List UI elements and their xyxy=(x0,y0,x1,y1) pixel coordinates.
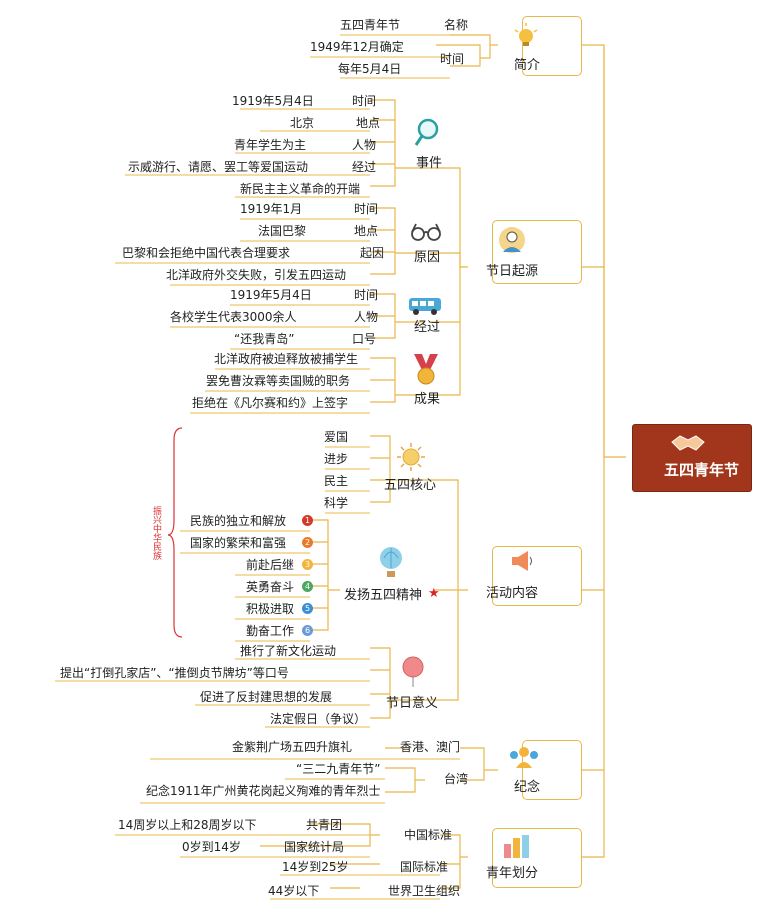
spirit-item-4: 积极进取 xyxy=(246,602,295,616)
meaning-1: 提出“打倒孔家店”、“推倒贞节牌坊”等口号 xyxy=(60,666,289,680)
spirit-item-5: 勤奋工作 xyxy=(246,624,295,638)
age-row-0-sub-0-k: 共青团 xyxy=(306,818,343,832)
result-2: 拒绝在《凡尔赛和约》上签字 xyxy=(192,396,349,410)
meaning-0: 推行了新文化运动 xyxy=(240,644,337,658)
event-label: 事件 xyxy=(416,156,443,171)
age-row-0-k: 中国标准 xyxy=(404,828,453,842)
memorial-hk-val: 金紫荆广场五四升旗礼 xyxy=(232,740,353,754)
meaning-label: 节日意义 xyxy=(386,696,439,711)
result-label: 成果 xyxy=(414,392,441,407)
cause-v-2: 巴黎和会拒绝中国代表合理要求 xyxy=(122,246,291,260)
memorial-tw-val-1: “三二九青年节” xyxy=(296,762,381,776)
age-row-2-sub-0-v: 44岁以下 xyxy=(268,884,320,898)
core-item-2: 民主 xyxy=(324,474,349,488)
age-label: 青年划分 xyxy=(486,866,539,881)
handshake-icon xyxy=(671,435,705,451)
age-row-0-sub-1-k: 国家统计局 xyxy=(284,840,345,854)
glasses-icon xyxy=(411,223,441,241)
intro-time-key: 时间 xyxy=(440,52,465,66)
process-k-1: 人物 xyxy=(354,310,379,324)
core-item-1: 进步 xyxy=(324,452,349,466)
star-icon: ★ xyxy=(428,586,440,601)
event-v-2: 青年学生为主 xyxy=(234,138,307,152)
event-k-2: 人物 xyxy=(352,138,377,152)
badge-3: 3 xyxy=(302,559,313,570)
people-icon xyxy=(510,747,538,768)
cause-label: 原因 xyxy=(414,250,441,265)
process-v-1: 各校学生代表3000余人 xyxy=(170,310,297,324)
badge-4: 4 xyxy=(302,581,313,592)
cause-k-1: 地点 xyxy=(354,224,379,238)
event-v-3: 示威游行、请愿、罢工等爱国运动 xyxy=(128,160,309,174)
cause-k-2: 起因 xyxy=(360,246,385,260)
badge-2: 2 xyxy=(302,537,313,548)
age-row-0-sub-1-v: 0岁到14岁 xyxy=(182,840,241,854)
lightbulb-icon xyxy=(514,23,538,46)
magnifier-icon xyxy=(414,118,439,146)
event-k-0: 时间 xyxy=(352,94,377,108)
age-row-1-k: 国际标准 xyxy=(400,860,449,874)
intro-label: 简介 xyxy=(514,58,541,73)
age-row-1-sub-0-v: 14岁到25岁 xyxy=(282,860,349,874)
process-k-0: 时间 xyxy=(354,288,379,302)
meaning-2: 促进了反封建思想的发展 xyxy=(200,690,333,704)
process-v-0: 1919年5月4日 xyxy=(230,288,312,302)
megaphone-icon xyxy=(512,551,532,571)
memorial-label: 纪念 xyxy=(514,780,541,795)
badge-6: 6 xyxy=(302,625,313,636)
spirit-label: 发扬五四精神 xyxy=(344,588,423,603)
bar-chart-icon xyxy=(504,835,529,858)
red-brace xyxy=(167,427,183,638)
memorial-tw-val-2: 纪念1911年广州黄花岗起义殉难的青年烈士 xyxy=(146,784,381,798)
age-row-0-sub-0-v: 14周岁以上和28周岁以下 xyxy=(118,818,257,832)
event-k-3: 经过 xyxy=(352,160,377,174)
result-0: 北洋政府被迫释放被捕学生 xyxy=(214,352,359,366)
pin-balloon-icon xyxy=(402,656,424,687)
bus-icon xyxy=(409,298,441,315)
balloon-icon xyxy=(380,547,402,577)
cause-v-3: 北洋政府外交失败，引发五四运动 xyxy=(166,268,347,282)
spirit-item-0: 民族的独立和解放 xyxy=(190,514,287,528)
memorial-hk-key: 香港、澳门 xyxy=(400,740,461,754)
memorial-tw-key: 台湾 xyxy=(444,772,469,786)
intro-time-val-1: 1949年12月确定 xyxy=(310,40,404,54)
spirit-item-3: 英勇奋斗 xyxy=(246,580,295,594)
process-k-2: 口号 xyxy=(352,332,377,346)
event-v-0: 1919年5月4日 xyxy=(232,94,314,108)
sun-icon xyxy=(397,443,425,471)
event-v-1: 北京 xyxy=(290,116,315,130)
spirit-item-2: 前赴后继 xyxy=(246,558,295,572)
origin-label: 节日起源 xyxy=(486,264,539,279)
result-1: 罢免曹汝霖等卖国贼的职务 xyxy=(206,374,351,388)
cause-k-0: 时间 xyxy=(354,202,379,216)
intro-time-val-2: 每年5月4日 xyxy=(338,62,402,76)
meaning-3: 法定假日（争议） xyxy=(270,712,367,726)
intro-name-val: 五四青年节 xyxy=(340,18,401,32)
root-title: 五四青年节 xyxy=(663,461,739,479)
core-item-3: 科学 xyxy=(324,496,349,510)
cause-v-1: 法国巴黎 xyxy=(258,224,307,238)
content-label: 活动内容 xyxy=(486,586,539,601)
cause-v-0: 1919年1月 xyxy=(240,202,303,216)
person-icon xyxy=(499,227,525,253)
process-v-2: “还我青岛” xyxy=(234,332,295,346)
brace-label: 振兴中华民族 xyxy=(151,506,161,560)
spirit-item-1: 国家的繁荣和富强 xyxy=(190,536,287,550)
medal-icon xyxy=(414,354,438,385)
core-label: 五四核心 xyxy=(384,478,437,493)
badge-5: 5 xyxy=(302,603,313,614)
age-row-2-k: 世界卫生组织 xyxy=(388,884,461,898)
core-item-0: 爱国 xyxy=(324,430,349,444)
event-k-1: 地点 xyxy=(356,116,381,130)
badge-1: 1 xyxy=(302,515,313,526)
process-label: 经过 xyxy=(414,320,441,335)
event-v-4: 新民主主义革命的开端 xyxy=(240,182,361,196)
intro-name-key: 名称 xyxy=(444,18,469,32)
